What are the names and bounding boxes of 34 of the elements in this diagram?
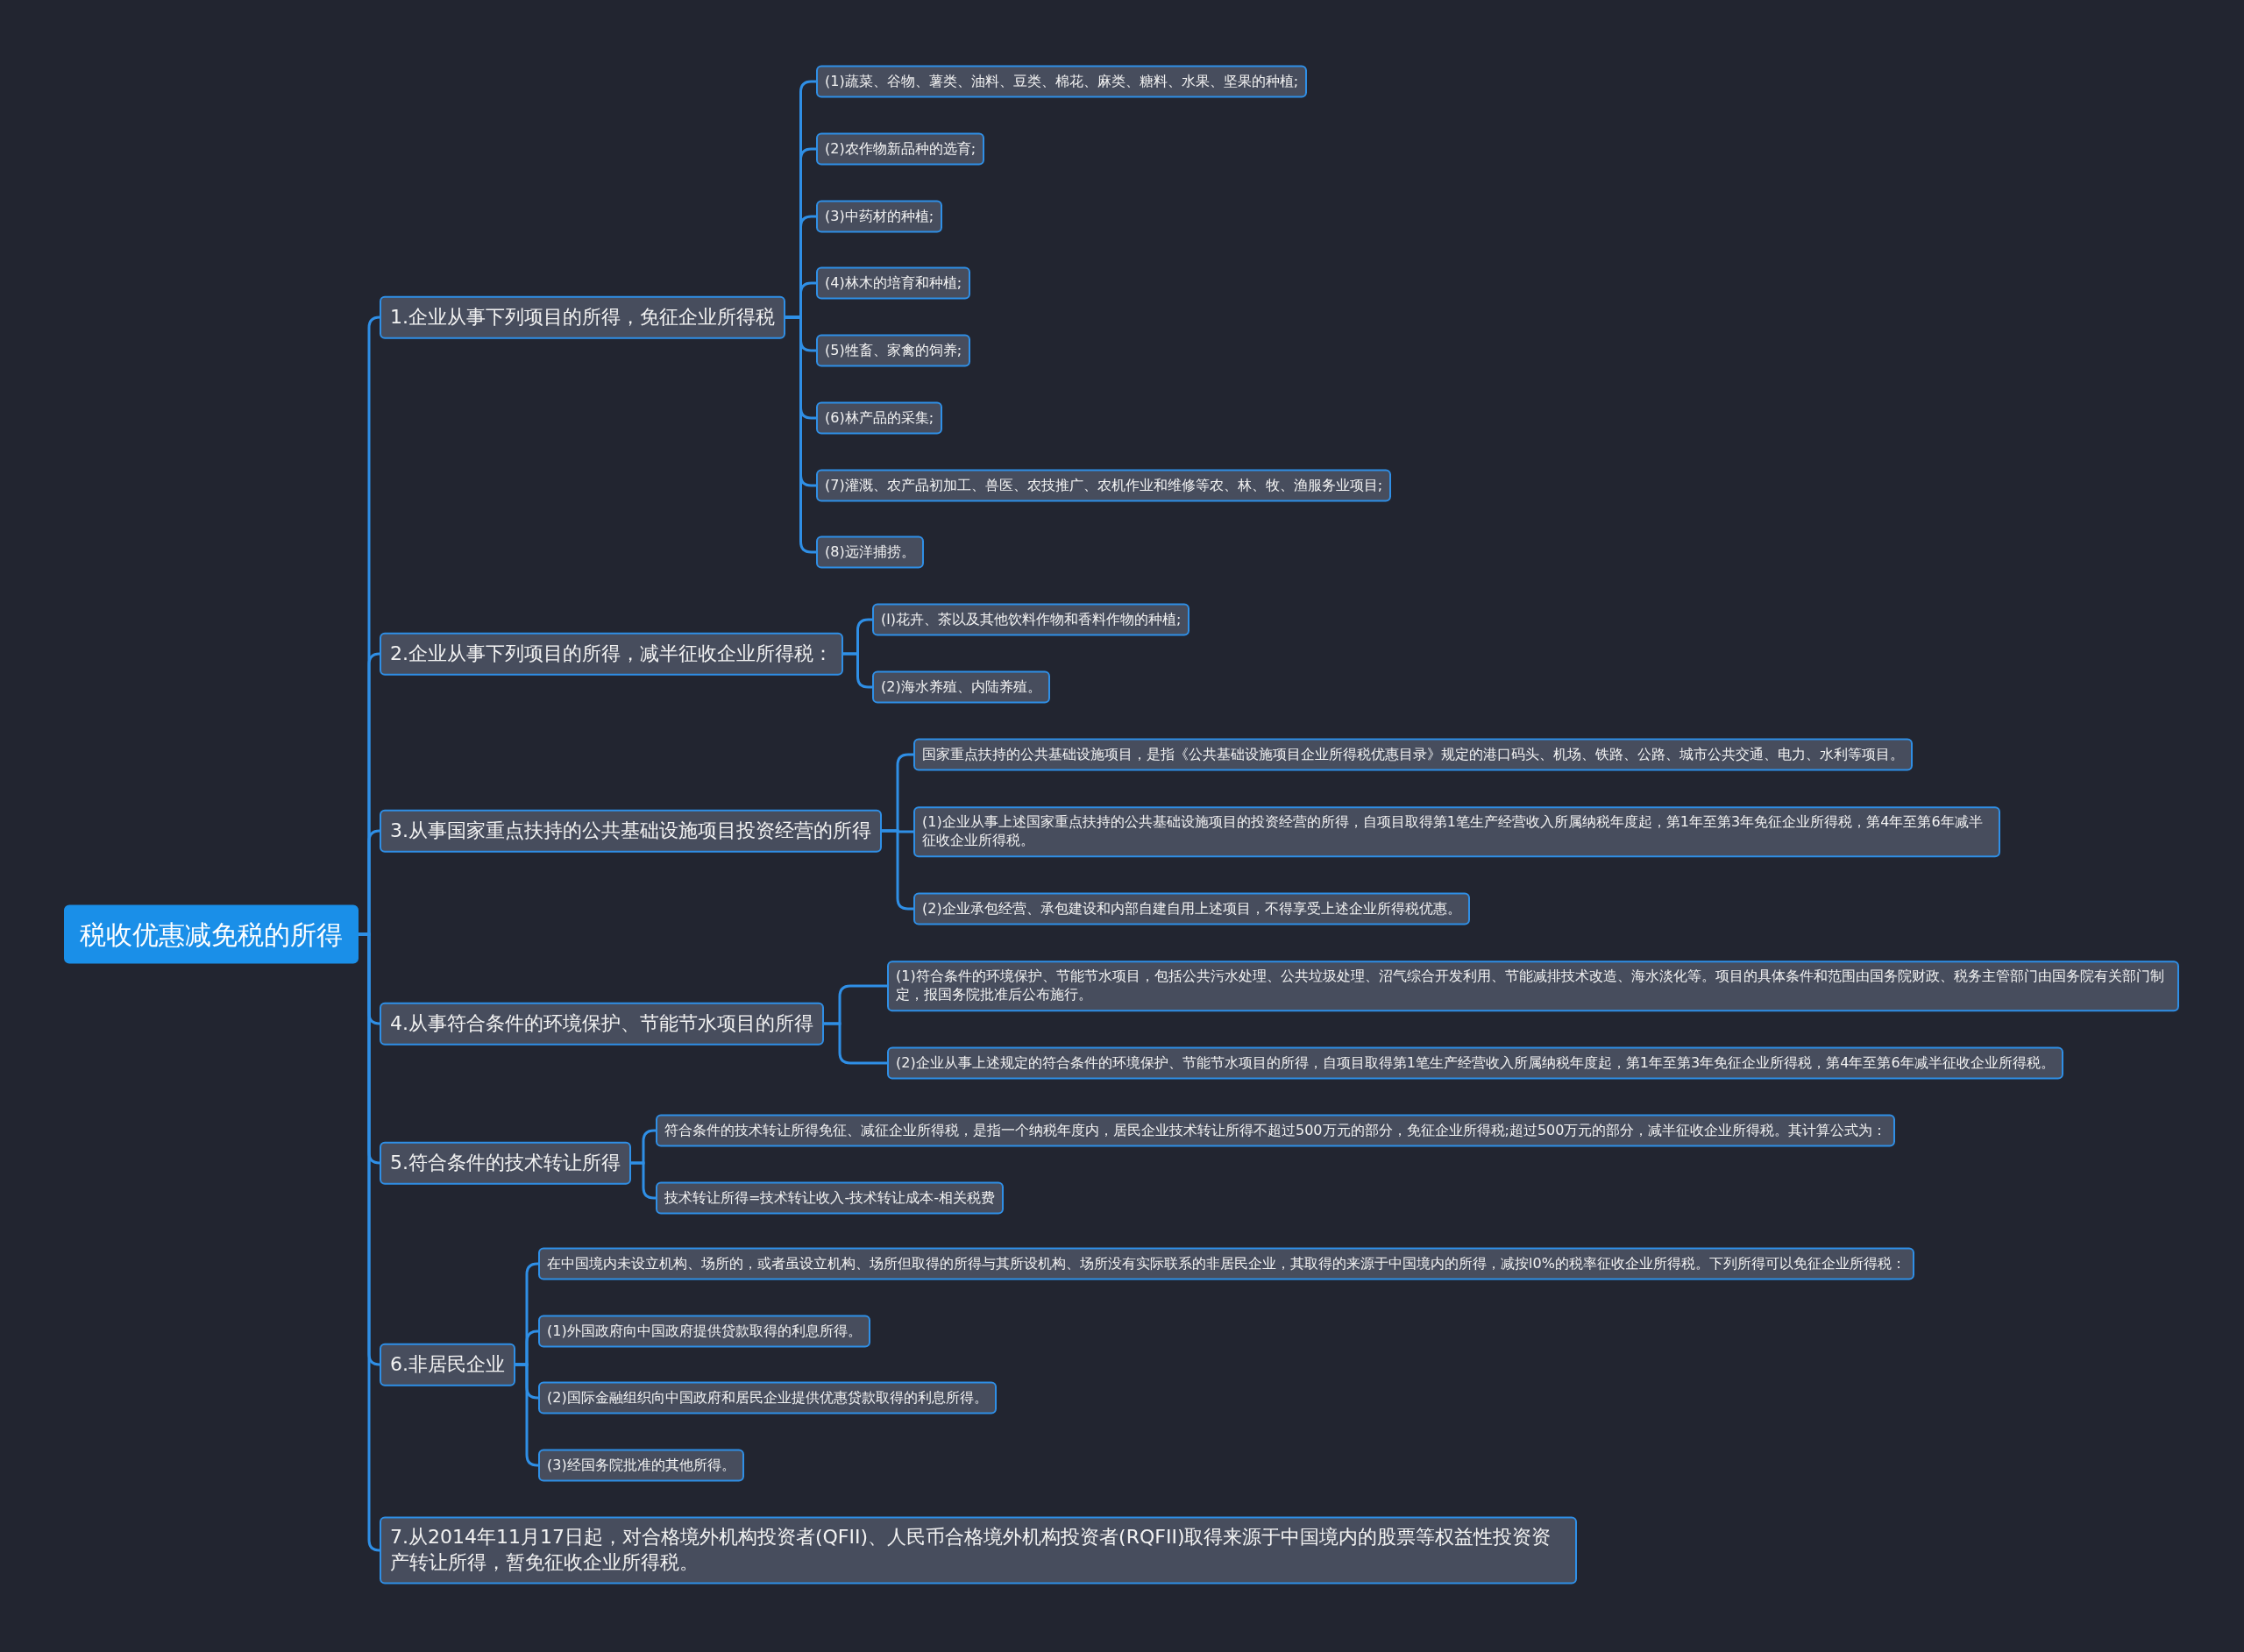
connector-line xyxy=(843,652,872,689)
topic-box: 5.符合条件的技术转让所得 xyxy=(380,1141,631,1185)
subtopic-box: (1)企业从事上述国家重点扶持的公共基础设施项目的投资经营的所得，自项目取得第1笔生产经营收入所属纳税年度起，第1年至第3年免征企业所得税，第4年至第6年减半征收企业所得税。 xyxy=(913,806,2000,857)
subtopic-box: (1)符合条件的环境保护、节能节水项目，包括公共污水处理、公共垃圾处理、沼气综合开发利用、节能减排技术改造、海水淡化等。项目的具体条件和范围由国务院财政、税务主管部门由国务院有关部门制定，报国务院批准后公布施行。 xyxy=(887,961,2179,1011)
topic-box: 2.企业从事下列项目的所得，减半征收企业所得税： xyxy=(380,632,843,676)
subtopic-box: (3)中药材的种植; xyxy=(816,200,943,233)
subtopic-box: (5)牲畜、家禽的饲养; xyxy=(816,334,971,367)
subtopic-box: (7)灌溉、农产品初加工、兽医、农技推广、农机作业和维修等农、林、牧、渔服务业项目; xyxy=(816,469,1392,502)
subtopic-box: (8)远洋捕捞。 xyxy=(816,535,924,569)
subtopic-box: (1)蔬菜、谷物、薯类、油料、豆类、棉花、麻类、糖料、水果、坚果的种植; xyxy=(816,65,1308,98)
topic-box: 1.企业从事下列项目的所得，免征企业所得税 xyxy=(380,295,785,339)
subtopic-box: (2)企业从事上述规定的符合条件的环境保护、节能节水项目的所得，自项目取得第1笔生产经营收入所属纳税年度起，第1年至第3年免征企业所得税，第4年至第6年减半征收企业所得税。 xyxy=(887,1046,2063,1080)
subtopic-box: (2)海水养殖、内陆养殖。 xyxy=(872,670,1050,704)
subtopic-box: (4)林木的培育和种植; xyxy=(816,266,971,300)
subtopic-box: (2)农作物新品种的选育; xyxy=(816,132,985,166)
topic-box: 6.非居民企业 xyxy=(380,1343,515,1386)
connector-line xyxy=(631,1161,657,1200)
subtopic-box: (2)国际金融组织向中国政府和居民企业提供优惠贷款取得的利息所得。 xyxy=(538,1381,997,1414)
topic-box: 4.从事符合条件的环境保护、节能节水项目的所得 xyxy=(380,1002,824,1046)
root-topic-box: 税收优惠减免税的所得 xyxy=(64,904,359,964)
connector-line xyxy=(515,1363,539,1467)
subtopic-box: (l)花卉、茶以及其他饮料作物和香料作物的种植; xyxy=(872,603,1190,636)
subtopic-box: (2)企业承包经营、承包建设和内部自建自用上述项目，不得享受上述企业所得税优惠。 xyxy=(913,892,1470,925)
subtopic-box: 技术转让所得=技术转让收入-技术转让成本-相关税费 xyxy=(656,1181,1004,1215)
connector-line xyxy=(882,829,913,911)
connector-line xyxy=(824,1022,887,1065)
subtopic-box: (6)林产品的采集; xyxy=(816,401,943,435)
topic-box: 3.从事国家重点扶持的公共基础设施项目投资经营的所得 xyxy=(380,809,882,853)
subtopic-box: 在中国境内未设立机构、场所的，或者虽设立机构、场所但取得的所得与其所设机构、场所没有实际联系的非居民企业，其取得的来源于中国境内的所得，减按l0%的税率征收企业所得税。下列所得可以免征企业所得税： xyxy=(538,1247,1914,1280)
subtopic-box: (1)外国政府向中国政府提供贷款取得的利息所得。 xyxy=(538,1315,870,1348)
subtopic-box: 符合条件的技术转让所得免征、减征企业所得税，是指一个纳税年度内，居民企业技术转让所得不超过500万元的部分，免征企业所得税;超过500万元的部分，减半征收企业所得税。其计算公式为： xyxy=(656,1114,1896,1147)
subtopic-box: 国家重点扶持的公共基础设施项目，是指《公共基础设施项目企业所得税优惠目录》规定的港口码头、机场、铁路、公路、城市公共交通、电力、水利等项目。 xyxy=(913,738,1913,771)
subtopic-box: (3)经国务院批准的其他所得。 xyxy=(538,1449,744,1482)
topic-box: 7.从2014年11月17日起，对合格境外机构投资者(QFII)、人民币合格境外机构投资者(RQFII)取得来源于中国境内的股票等权益性投资资产转让所得，暂免征收企业所得税。 xyxy=(380,1516,1577,1585)
